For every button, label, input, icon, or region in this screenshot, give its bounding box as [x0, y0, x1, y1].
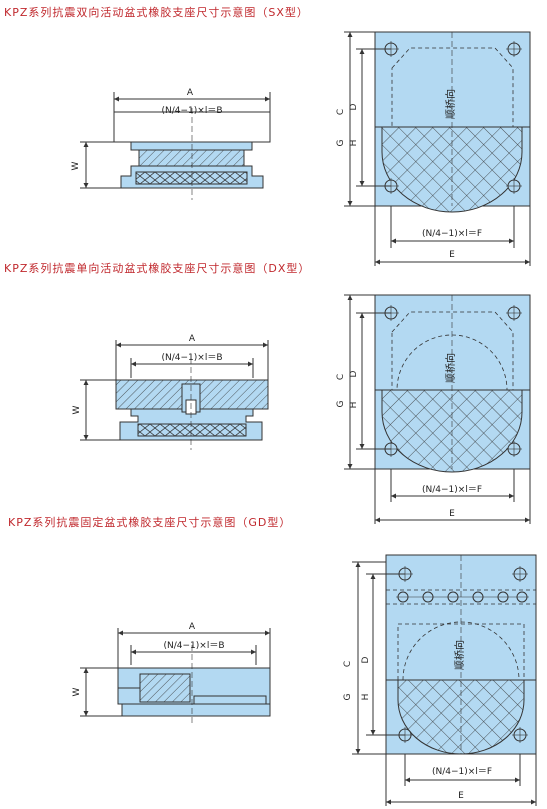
dx-label-e: E: [449, 509, 455, 519]
gd-label-d: D: [361, 656, 371, 663]
dx-label-a: A: [189, 334, 196, 344]
dx-plan-view: [344, 294, 531, 524]
dx-label-b: (N/4−1)×l＝B: [162, 353, 223, 363]
sx-label-a: A: [187, 88, 194, 98]
sx-label-w: W: [71, 161, 81, 170]
dx-label-w: W: [72, 405, 82, 414]
sx-side-view: [80, 92, 271, 200]
sx-label-b: (N/4−1)×l＝B: [162, 106, 223, 116]
gd-label-g: G: [343, 693, 353, 700]
sx-plan-view: [344, 31, 531, 266]
gd-label-b: (N/4−1)×l＝B: [164, 641, 225, 651]
gd-side-view: [80, 628, 271, 726]
sx-label-e: E: [449, 250, 455, 260]
dx-label-d: D: [349, 370, 359, 377]
sx-direction: 顺桥向: [444, 89, 457, 119]
sx-label-f: (N/4−1)×l＝F: [422, 229, 482, 239]
sx-label-c: C: [336, 109, 346, 115]
gd-label-a: A: [189, 622, 196, 632]
dx-label-g: G: [336, 400, 346, 407]
gd-label-c: C: [343, 661, 353, 667]
gd-label-f: (N/4−1)×l＝F: [432, 767, 492, 777]
gd-label-h: H: [361, 694, 371, 701]
title-gd: KPZ系列抗震固定盆式橡胶支座尺寸示意图（GD型）: [8, 516, 292, 529]
title-sx: KPZ系列抗震双向活动盆式橡胶支座尺寸示意图（SX型）: [4, 6, 309, 19]
gd-plan-view: [352, 554, 537, 806]
dx-label-f: (N/4−1)×l＝F: [422, 485, 482, 495]
dx-direction: 顺桥向: [444, 353, 457, 383]
gd-direction: 顺桥向: [453, 640, 466, 670]
sx-label-d: D: [349, 103, 359, 110]
sx-label-g: G: [336, 139, 346, 146]
title-dx: KPZ系列抗震单向活动盆式橡胶支座尺寸示意图（DX型）: [4, 262, 311, 275]
dx-label-c: C: [336, 374, 346, 380]
sx-label-h: H: [349, 140, 359, 147]
gd-label-w: W: [72, 687, 82, 696]
dx-side-view: [80, 340, 269, 450]
gd-label-e: E: [458, 791, 464, 801]
dx-label-h: H: [349, 402, 359, 409]
